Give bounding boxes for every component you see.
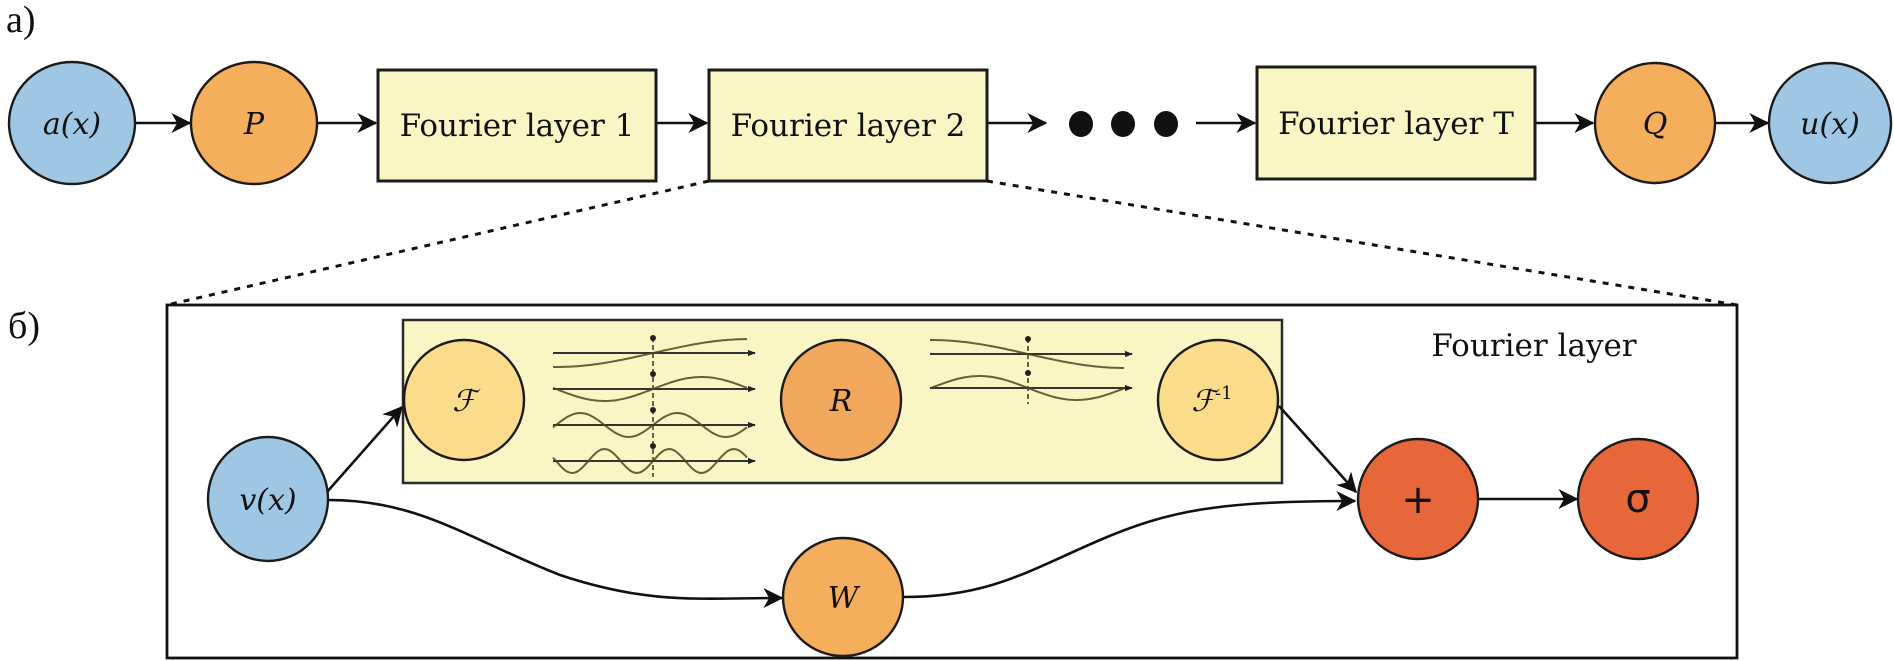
inverse-fourier-circle [1156, 338, 1280, 462]
mode-wave [929, 375, 1125, 401]
fourier-layer-frame [165, 303, 1739, 660]
node-inverse-fourier-transform: ℱ-1 [1156, 338, 1280, 462]
zoom-line-left [166, 179, 710, 307]
ellipsis-dots [1069, 111, 1178, 137]
panel-b-label: б) [8, 305, 40, 347]
layer-box-rect [376, 68, 658, 183]
ellipsis-dot [1111, 111, 1135, 137]
layer-box-rect [707, 68, 989, 183]
fourier-transform-circle [402, 338, 526, 462]
input-modes-illustration [552, 335, 756, 477]
node-w: W [781, 536, 905, 658]
node-sum: + [1356, 437, 1480, 561]
node-activation: σ [1576, 437, 1700, 561]
node-w-label: W [828, 581, 861, 616]
fourier-layer-title: Fourier layer [1431, 328, 1636, 364]
output-node-circle [1767, 61, 1893, 185]
ellipsis-dot [1069, 111, 1093, 137]
edge-w-to-plus [903, 491, 1357, 599]
mode-wave [930, 339, 1124, 369]
fourier-layer-t-label: Fourier layer T [1278, 106, 1514, 142]
panel-a-label: a) [6, 0, 36, 41]
node-q: Q [1593, 61, 1717, 185]
node-p-label: P [243, 107, 265, 142]
fourier-layer-2-label: Fourier layer 2 [731, 108, 966, 144]
mode-axis-tip [650, 371, 656, 377]
activation-circle [1576, 437, 1700, 561]
spectral-weights-circle [779, 338, 903, 462]
edge-v-to-f [326, 405, 403, 493]
mode-wave [552, 376, 748, 402]
layer-edges [326, 405, 1579, 609]
node-r-label: R [829, 384, 853, 419]
mode-axis-tip [1025, 370, 1031, 376]
sum-circle [1356, 437, 1480, 561]
input-node-circle [7, 60, 137, 186]
sigma-icon: σ [1625, 476, 1650, 522]
node-p: P [189, 60, 319, 186]
mode-wave [553, 338, 748, 368]
layer-input-circle [206, 435, 330, 563]
node-v-of-x: v(x) [206, 435, 330, 563]
lifting-node-circle [189, 60, 319, 186]
mode-axis-tip [650, 443, 656, 449]
mode-axis-tip [1025, 336, 1031, 342]
node-v-label: v(x) [239, 483, 296, 518]
node-q-label: Q [1643, 107, 1668, 142]
node-u-of-x: u(x) [1767, 61, 1893, 185]
fourier-layer-1-label: Fourier layer 1 [400, 108, 635, 144]
fourier-layer-2-box: Fourier layer 2 [707, 68, 989, 183]
edge-v-to-w [328, 498, 784, 609]
mode-axis-tip [650, 407, 656, 413]
mode-axis-tip [650, 335, 656, 341]
linear-transform-circle [781, 536, 905, 658]
layer-box-rect [1255, 65, 1537, 181]
node-a-label: a(x) [43, 107, 101, 142]
node-a-of-x: a(x) [7, 60, 137, 186]
fourier-layer-1-box: Fourier layer 1 [376, 68, 658, 183]
truncated-modes-illustration [929, 336, 1133, 404]
ellipsis-dot [1154, 111, 1178, 137]
node-finv-superscript: -1 [1215, 383, 1233, 404]
mode-wave [552, 411, 748, 439]
zoom-line-right [986, 179, 1738, 307]
node-fourier-transform: ℱ [402, 338, 526, 462]
plus-icon: + [1401, 477, 1435, 523]
fourier-layer-t-box: Fourier layer T [1255, 65, 1537, 181]
edge-finv-to-plus [1278, 405, 1357, 494]
node-r: R [779, 338, 903, 462]
projection-node-circle [1593, 61, 1717, 185]
mode-wave [552, 447, 748, 475]
node-u-label: u(x) [1800, 107, 1860, 142]
